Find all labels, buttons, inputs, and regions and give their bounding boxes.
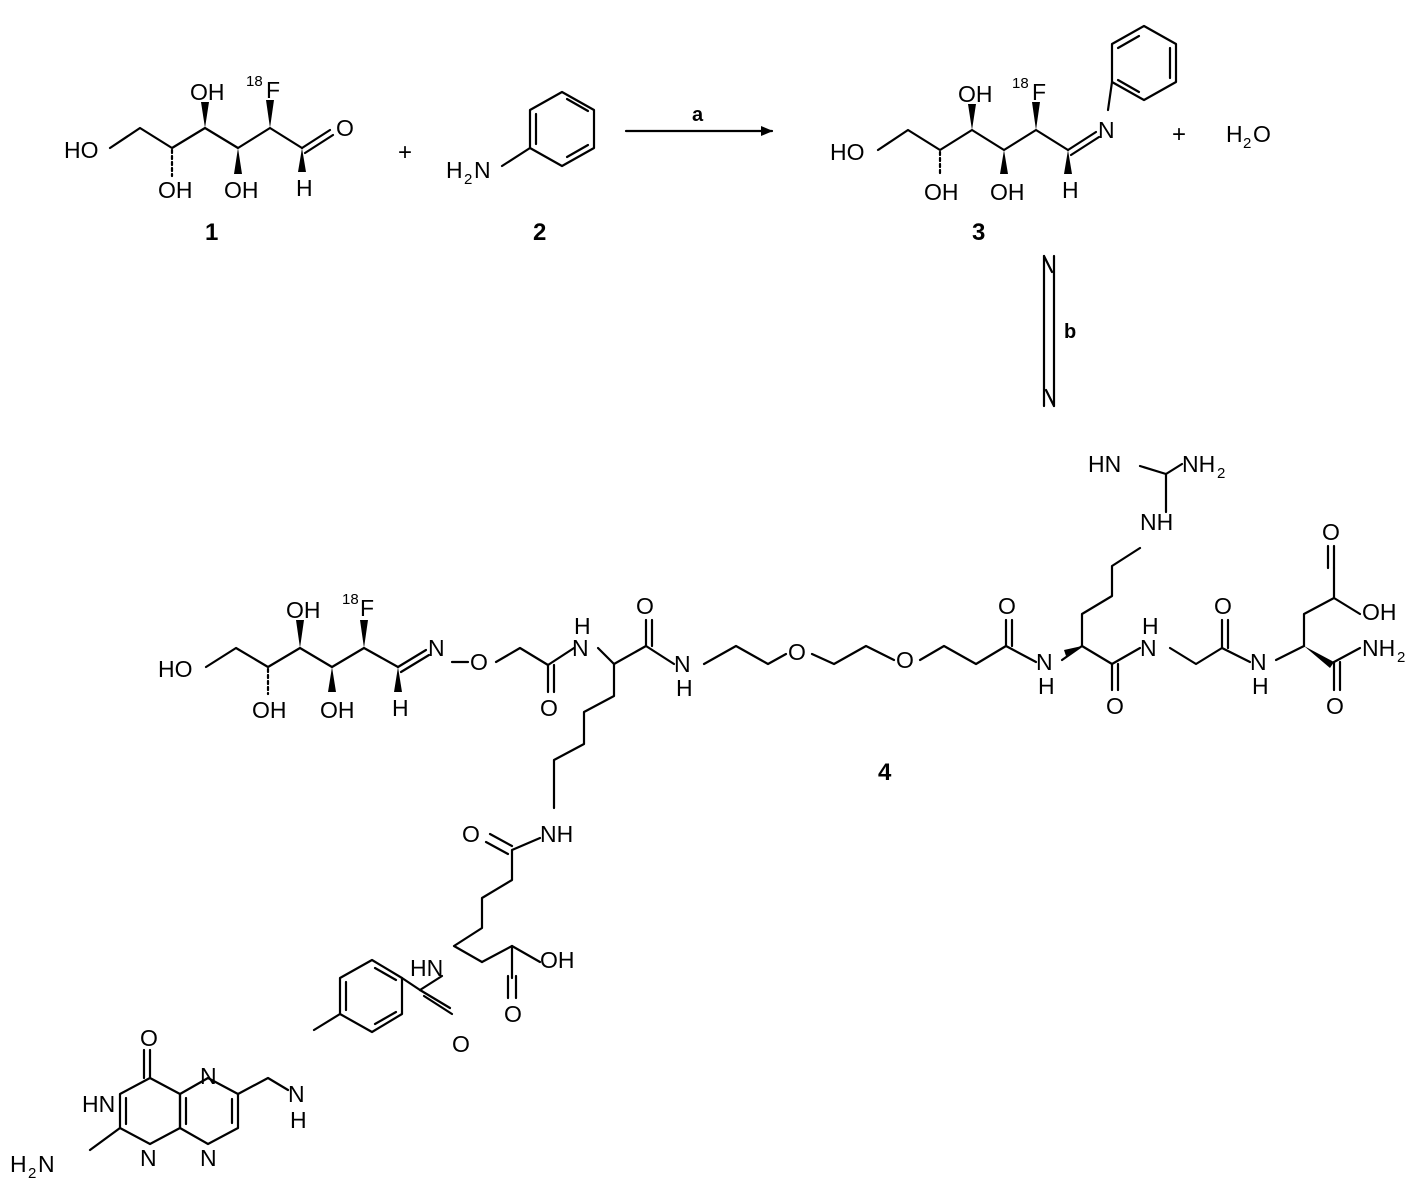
atom-hn: HN — [410, 955, 443, 981]
atom-n: N — [1140, 635, 1157, 661]
atom-nh2: NH — [1182, 451, 1215, 477]
atom-n: N — [288, 1081, 305, 1107]
atom-o: O — [336, 115, 354, 141]
atom-o: O — [896, 647, 914, 673]
subscript-2: 2 — [1217, 465, 1225, 482]
atom-ho: HO — [158, 656, 193, 682]
atom-h: H — [446, 157, 463, 183]
compound-label-3: 3 — [972, 219, 985, 246]
compound-4-sugar-labels: HO OH OH OH 18 F N H O O — [158, 591, 558, 723]
atom-o: O — [1214, 593, 1232, 619]
atom-o: O — [1322, 519, 1340, 545]
atom-f: F — [360, 595, 374, 621]
atom-oh: OH — [1362, 599, 1397, 625]
compound-2-structure — [500, 90, 596, 168]
atom-o: O — [462, 821, 480, 847]
atom-n: N — [200, 1145, 217, 1171]
compound-label-2: 2 — [533, 219, 546, 246]
atom-ho: HO — [64, 137, 99, 163]
condition-a: a — [692, 104, 704, 126]
atom-o: O — [540, 695, 558, 721]
atom-h: H — [296, 175, 313, 201]
atom-oh: OH — [320, 697, 355, 723]
atom-o: O — [1253, 121, 1271, 147]
atom-h: H — [676, 675, 693, 701]
atom-oh: OH — [158, 177, 193, 203]
atom-h: H — [1038, 673, 1055, 699]
atom-h: H — [1142, 613, 1159, 639]
atom-h: H — [392, 695, 409, 721]
compound-1-labels: HO OH OH OH 18 F O H 1 — [64, 73, 354, 246]
atom-ho: HO — [830, 139, 865, 165]
isotope-label: 18 — [1012, 75, 1029, 92]
atom-n: N — [140, 1145, 157, 1171]
atom-h: H — [574, 613, 591, 639]
atom-n: N — [674, 651, 691, 677]
water: H 2 O — [1226, 121, 1271, 152]
atom-o: O — [452, 1031, 470, 1057]
atom-o: O — [788, 639, 806, 665]
atom-f: F — [266, 77, 280, 103]
atom-o: O — [140, 1025, 158, 1051]
atom-nh: NH — [1140, 509, 1173, 535]
atom-o: O — [470, 649, 488, 675]
atom-n: N — [1250, 649, 1267, 675]
atom-h2n: H — [10, 1151, 27, 1177]
atom-n: N — [474, 157, 491, 183]
compound-3-labels: HO OH OH OH 18 F N H 3 — [830, 75, 1115, 246]
atom-o: O — [1106, 693, 1124, 719]
atom-o: O — [504, 1001, 522, 1027]
atom-oh: OH — [190, 79, 225, 105]
atom-oh: OH — [252, 697, 287, 723]
condition-b: b — [1064, 321, 1076, 343]
atom-oh: OH — [924, 179, 959, 205]
atom-nh: N — [572, 635, 589, 661]
compound-2-labels: H 2 N 2 — [446, 157, 546, 246]
plus-sign: + — [398, 139, 412, 166]
atom-f: F — [1032, 79, 1046, 105]
atom-hn: HN — [1088, 451, 1121, 477]
atom-o: O — [1326, 693, 1344, 719]
atom-n: N — [200, 1063, 217, 1089]
atom-n: N — [38, 1151, 55, 1177]
atom-nh2: NH — [1362, 635, 1395, 661]
equilibrium-arrows-b: b — [1042, 254, 1076, 408]
atom-oh: OH — [958, 81, 993, 107]
atom-oh: OH — [990, 179, 1025, 205]
compound-1-structure — [108, 100, 335, 178]
atom-n: N — [1036, 649, 1053, 675]
atom-o: O — [636, 593, 654, 619]
compound-3-structure — [876, 24, 1178, 178]
atom-hn: HN — [82, 1091, 115, 1117]
atom-oh: OH — [224, 177, 259, 203]
subscript-2: 2 — [1243, 135, 1251, 152]
atom-n: N — [1098, 117, 1115, 143]
atom-o: O — [998, 593, 1016, 619]
subscript-2: 2 — [1397, 649, 1405, 666]
atom-oh: OH — [286, 597, 321, 623]
plus-sign: + — [1172, 121, 1186, 148]
atom-h: H — [1062, 177, 1079, 203]
compound-4-sugar — [204, 620, 576, 696]
subscript-2: 2 — [28, 1165, 36, 1182]
isotope-label: 18 — [342, 591, 359, 608]
atom-h: H — [290, 1107, 307, 1133]
atom-h: H — [1252, 673, 1269, 699]
atom-n: N — [428, 635, 445, 661]
subscript-2: 2 — [464, 171, 472, 188]
atom-oh: OH — [540, 947, 575, 973]
isotope-label: 18 — [246, 73, 263, 90]
compound-label-4: 4 — [878, 759, 892, 786]
compound-4-peptide-labels: N H O N H O O O N H O N H O N H O O OH N… — [10, 451, 1405, 1182]
atom-nh: NH — [540, 821, 573, 847]
reaction-arrow-a: a — [624, 104, 774, 136]
compound-4-peptide — [88, 462, 1362, 1152]
atom-h: H — [1226, 121, 1243, 147]
compound-label-1: 1 — [205, 219, 218, 246]
